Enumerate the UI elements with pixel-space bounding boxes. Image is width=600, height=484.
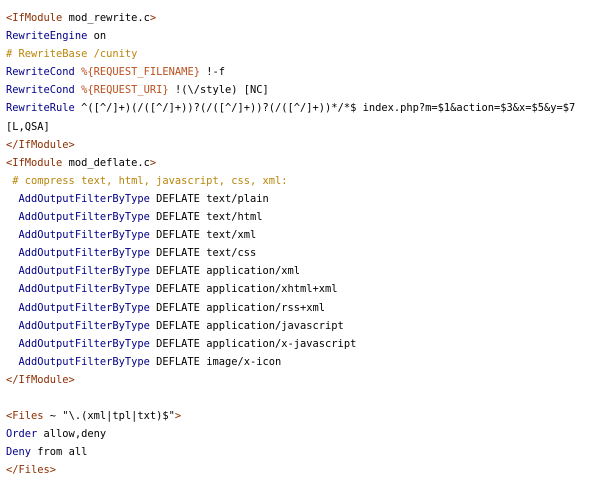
tag-token: </Files> <box>6 464 57 477</box>
directive-token: Deny <box>6 446 32 459</box>
text-token: allow,deny <box>37 428 107 441</box>
directive-token: AddOutputFilterByType <box>18 192 150 205</box>
text-token: DEFLATE text/html <box>149 211 263 224</box>
directive-token: Order <box>6 428 38 441</box>
tag-token: </IfModule> <box>6 373 75 386</box>
text-token <box>6 320 19 332</box>
code-line <box>6 389 600 407</box>
comment-token: # RewriteBase /cunity <box>6 48 138 61</box>
text-token: mod_deflate.c <box>68 156 150 169</box>
text-token: DEFLATE text/plain <box>149 192 269 205</box>
code-line: RewriteCond %{REQUEST_FILENAME} !-f <box>6 63 600 81</box>
tag-token: <IfModule <box>6 12 69 24</box>
text-token: DEFLATE text/xml <box>149 229 257 242</box>
code-line: AddOutputFilterByType DEFLATE applicatio… <box>6 335 600 353</box>
text-token: ^([^/]+)(/([^/]+))?(/([^/]+))?(/([^/]+))… <box>74 102 576 115</box>
text-token: DEFLATE application/xml <box>149 265 301 278</box>
code-line: <IfModule mod_deflate.c> <box>6 154 600 172</box>
directive-token: AddOutputFilterByType <box>18 265 150 278</box>
text-token: DEFLATE application/rss+xml <box>149 301 326 314</box>
code-line: <Files ~ "\.(xml|tpl|txt)$"> <box>6 407 600 425</box>
directive-token: RewriteEngine <box>6 30 88 43</box>
code-line: AddOutputFilterByType DEFLATE applicatio… <box>6 280 600 298</box>
directive-token: AddOutputFilterByType <box>18 247 150 260</box>
text-token <box>6 229 19 241</box>
code-line: AddOutputFilterByType DEFLATE text/plain <box>6 190 600 208</box>
text-token: DEFLATE application/x-javascript <box>149 337 357 350</box>
text-token: !(\/style) [NC] <box>168 84 269 97</box>
text-token: from all <box>31 446 88 459</box>
text-token: mod_rewrite.c <box>68 12 150 24</box>
code-line: # compress text, html, javascript, css, … <box>6 172 600 190</box>
code-line: RewriteEngine on <box>6 27 600 45</box>
text-token: DEFLATE application/xhtml+xml <box>149 283 338 296</box>
tag-token: <IfModule <box>6 156 69 169</box>
text-token <box>6 302 19 314</box>
code-line: AddOutputFilterByType DEFLATE image/x-ic… <box>6 353 600 371</box>
directive-token: RewriteCond <box>6 84 75 97</box>
text-token: DEFLATE application/javascript <box>149 319 344 332</box>
text-token: on <box>87 30 107 43</box>
text-token <box>6 211 19 223</box>
text-token: DEFLATE image/x-icon <box>149 355 282 368</box>
code-line: # RewriteBase /cunity <box>6 45 600 63</box>
text-token <box>6 356 19 368</box>
code-line: </IfModule> <box>6 136 600 154</box>
code-line: Order allow,deny <box>6 425 600 443</box>
code-line: [L,QSA] <box>6 118 600 136</box>
tag-token: <Files <box>6 410 50 423</box>
code-line: AddOutputFilterByType DEFLATE applicatio… <box>6 299 600 317</box>
comment-token: # compress text, html, javascript, css, … <box>6 174 288 187</box>
text-token <box>6 247 19 259</box>
code-line: RewriteCond %{REQUEST_URI} !(\/style) [N… <box>6 81 600 99</box>
tag-token: > <box>149 156 157 169</box>
text-token: !-f <box>199 66 225 79</box>
code-line: AddOutputFilterByType DEFLATE text/xml <box>6 226 600 244</box>
text-token <box>6 283 19 295</box>
code-line: Deny from all <box>6 443 600 461</box>
text-token <box>6 338 19 350</box>
directive-token: AddOutputFilterByType <box>18 229 150 242</box>
code-line: </IfModule> <box>6 371 600 389</box>
text-token <box>6 193 19 205</box>
variable-token: %{REQUEST_URI} <box>81 84 169 97</box>
code-line: AddOutputFilterByType DEFLATE applicatio… <box>6 262 600 280</box>
code-line: RewriteRule ^([^/]+)(/([^/]+))?(/([^/]+)… <box>6 99 600 117</box>
directive-token: RewriteCond <box>6 66 75 79</box>
directive-token: AddOutputFilterByType <box>18 283 150 296</box>
tag-token: > <box>174 410 182 423</box>
code-line: </Files> <box>6 461 600 479</box>
directive-token: AddOutputFilterByType <box>18 211 150 224</box>
directive-token: AddOutputFilterByType <box>18 337 150 350</box>
code-line: AddOutputFilterByType DEFLATE applicatio… <box>6 317 600 335</box>
text-token: DEFLATE text/css <box>149 247 257 260</box>
text-token: [L,QSA] <box>6 120 50 133</box>
directive-token: AddOutputFilterByType <box>18 355 150 368</box>
directive-token: AddOutputFilterByType <box>18 301 150 314</box>
code-line: AddOutputFilterByType DEFLATE text/html <box>6 208 600 226</box>
directive-token: RewriteRule <box>6 102 75 115</box>
tag-token: > <box>149 12 157 24</box>
tag-token: </IfModule> <box>6 138 75 151</box>
directive-token: AddOutputFilterByType <box>18 319 150 332</box>
code-line: AddOutputFilterByType DEFLATE text/css <box>6 244 600 262</box>
text-token <box>6 265 19 277</box>
code-line: <IfModule mod_rewrite.c> <box>6 9 600 27</box>
text-token: ~ "\.(xml|tpl|txt)$" <box>49 410 175 423</box>
variable-token: %{REQUEST_FILENAME} <box>81 66 200 79</box>
